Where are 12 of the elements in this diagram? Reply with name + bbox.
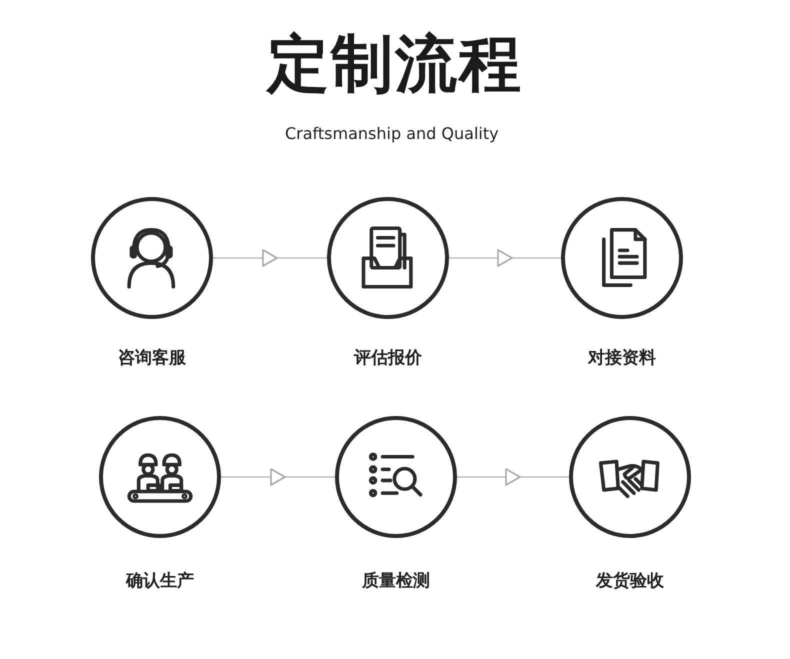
step-label: 对接资料 — [588, 347, 656, 369]
arrow — [457, 468, 569, 486]
arrow — [213, 249, 327, 267]
step-label: 咨询客服 — [118, 347, 186, 369]
step-label: 质量检测 — [362, 570, 430, 592]
subtitle: Craftsmanship and Quality — [285, 124, 499, 143]
title: 定制流程 — [267, 27, 523, 100]
step-label: 评估报价 — [354, 347, 422, 369]
arrow — [449, 249, 561, 267]
step-label: 发货验收 — [596, 570, 664, 592]
arrow — [221, 468, 335, 486]
step-label: 确认生产 — [126, 570, 194, 592]
